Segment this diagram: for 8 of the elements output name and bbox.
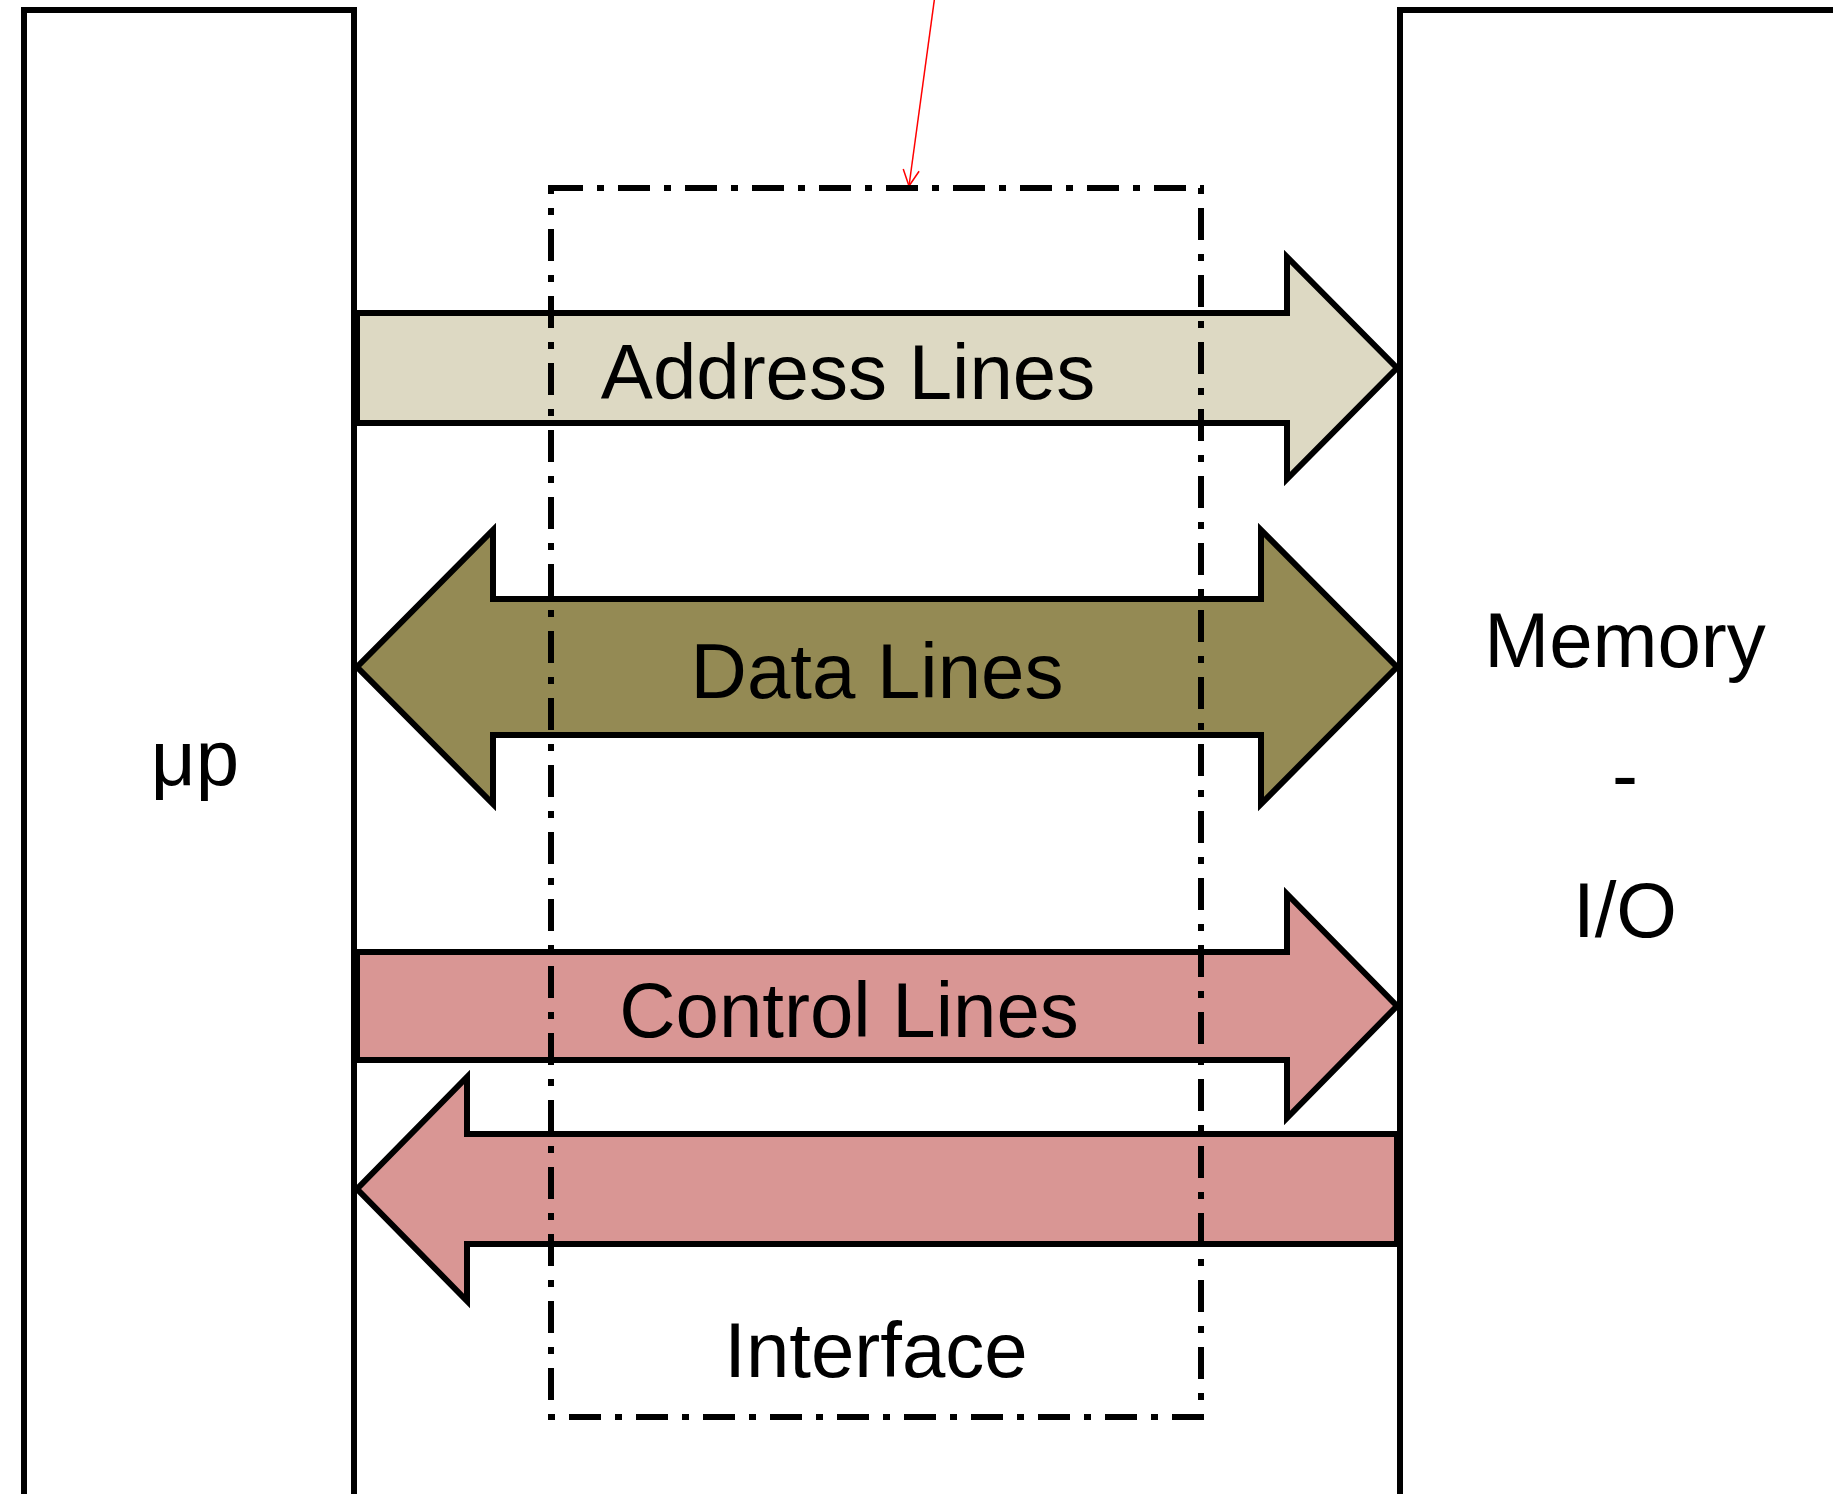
block-label: μp [149,713,241,804]
interface-boundary [548,185,1204,1420]
block-label: Interface [723,1305,1029,1396]
edge-label: Address Lines [600,333,1096,411]
edge-label: Control Lines [619,971,1079,1049]
edge-label: Data Lines [690,632,1064,710]
block-label: Memory - I/O [1483,595,1767,956]
pointer-arrow [902,0,936,187]
